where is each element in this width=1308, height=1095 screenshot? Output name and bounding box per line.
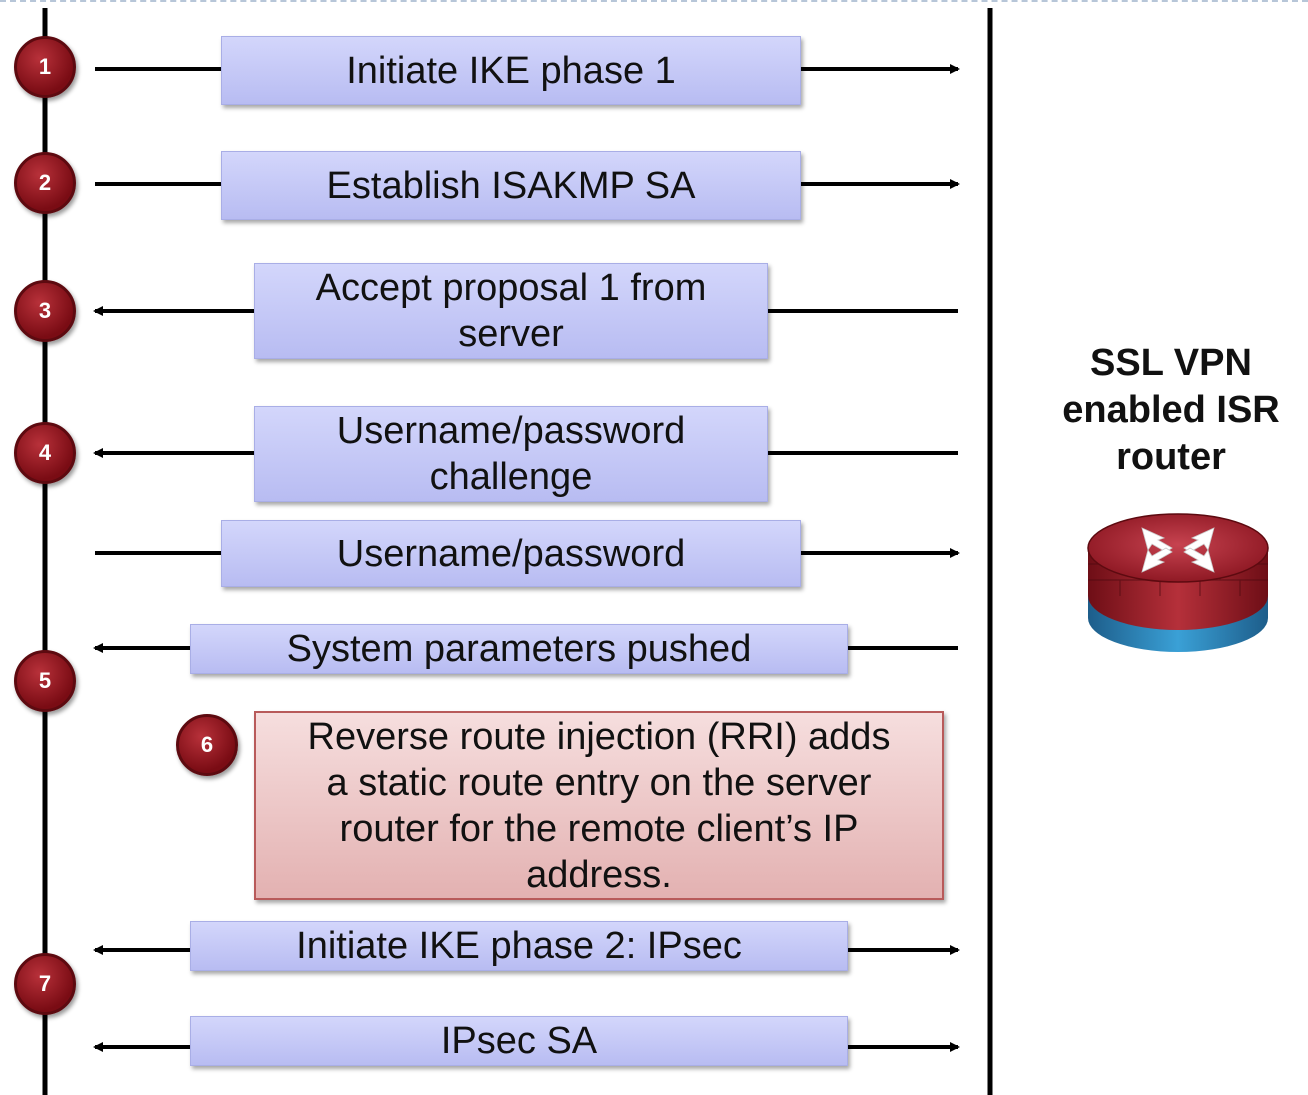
message-ipsec-sa: IPsec SA — [190, 1016, 848, 1066]
message-credentials-challenge: Username/password challenge — [254, 406, 768, 502]
step-badge-4: 4 — [14, 422, 76, 484]
message-initiate-ike-phase-2: Initiate IKE phase 2: IPsec — [190, 921, 848, 971]
step-badge-2: 2 — [14, 152, 76, 214]
message-system-parameters-pushed: System parameters pushed — [190, 624, 848, 674]
message-credentials: Username/password — [221, 520, 801, 587]
note-reverse-route-injection: Reverse route injection (RRI) adds a sta… — [254, 711, 944, 900]
message-establish-isakmp-sa: Establish ISAKMP SA — [221, 151, 801, 220]
step-badge-7: 7 — [14, 953, 76, 1015]
message-accept-proposal: Accept proposal 1 from server — [254, 263, 768, 359]
step-badge-6: 6 — [176, 714, 238, 776]
message-initiate-ike-phase-1: Initiate IKE phase 1 — [221, 36, 801, 105]
step-badge-5: 5 — [14, 650, 76, 712]
router-label-line-3: router — [1116, 436, 1226, 478]
router-icon — [1087, 513, 1269, 652]
top-border — [0, 0, 1308, 2]
router-label-line-2: enabled ISR — [1062, 389, 1280, 431]
router-label: SSL VPN enabled ISR router — [1040, 340, 1302, 481]
step-badge-3: 3 — [14, 280, 76, 342]
router-label-line-1: SSL VPN — [1090, 342, 1252, 384]
step-badge-1: 1 — [14, 36, 76, 98]
